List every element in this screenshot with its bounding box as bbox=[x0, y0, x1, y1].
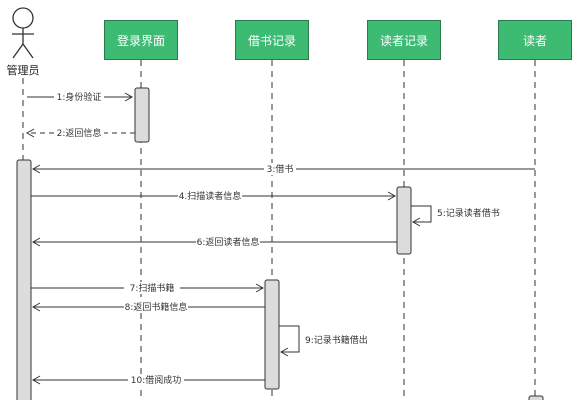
msg-8-head bbox=[31, 302, 41, 312]
msg-4-label: 4.扫描读者信息 bbox=[179, 190, 242, 202]
actor-icon bbox=[12, 7, 34, 59]
participant-login: 登录界面 bbox=[104, 20, 178, 60]
participant-reader-record: 读者记录 bbox=[367, 20, 441, 60]
msg-9-arrow bbox=[279, 325, 300, 353]
msg-1-label: 1:身份验证 bbox=[57, 91, 102, 103]
msg-9-label: 9:记录书籍借出 bbox=[305, 334, 368, 346]
msg-4-head bbox=[387, 191, 397, 201]
activation-reader bbox=[528, 395, 544, 404]
msg-10-label: 10:借阅成功 bbox=[131, 374, 182, 386]
msg-3-label: 3:借书 bbox=[267, 163, 294, 175]
msg-8-label: 8:返回书籍信息 bbox=[125, 301, 188, 313]
msg-2-head bbox=[25, 128, 35, 138]
activation-actor bbox=[16, 159, 32, 404]
msg-3-head bbox=[31, 164, 41, 174]
activation-borrow bbox=[264, 279, 280, 390]
actor-label: 管理员 bbox=[6, 64, 40, 77]
participant-reader: 读者 bbox=[498, 20, 572, 60]
msg-9-head bbox=[279, 347, 289, 357]
msg-1-head bbox=[124, 92, 134, 102]
activation-reader-record bbox=[396, 186, 412, 255]
activation-login bbox=[134, 87, 150, 143]
msg-7-head bbox=[255, 283, 265, 293]
msg-7-label: 7:扫描书籍 bbox=[130, 282, 175, 294]
msg-5-arrow bbox=[411, 205, 432, 223]
msg-6-head bbox=[31, 237, 41, 247]
participant-borrow-record: 借书记录 bbox=[235, 20, 309, 60]
msg-2-label: 2:返回信息 bbox=[57, 127, 102, 139]
msg-6-label: 6:返回读者信息 bbox=[197, 236, 260, 248]
msg-5-label: 5:记录读者借书 bbox=[437, 207, 500, 219]
msg-5-head bbox=[411, 217, 421, 227]
msg-10-head bbox=[31, 375, 41, 385]
